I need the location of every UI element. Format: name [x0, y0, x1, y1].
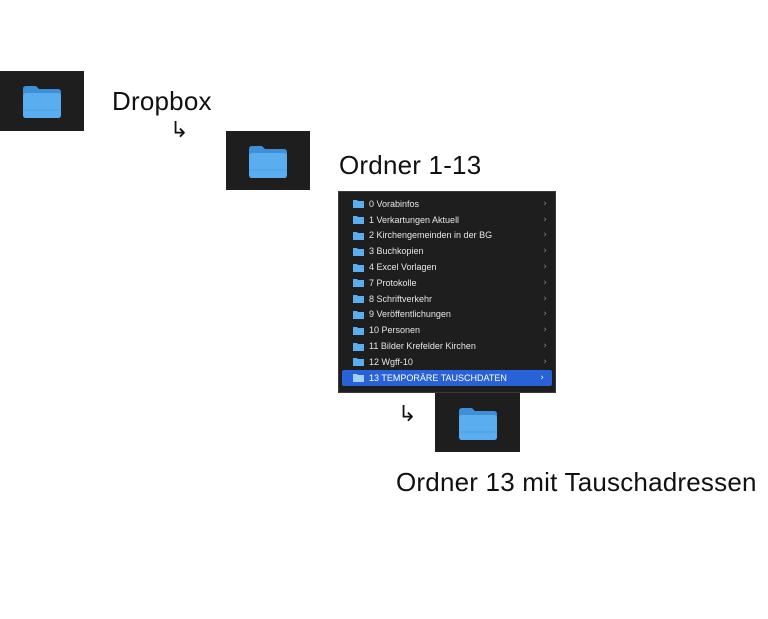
folder-list: 0 Vorabinfos › 1 Verkartungen Aktuell › …: [338, 191, 556, 393]
chevron-right-icon: ›: [543, 277, 547, 288]
chevron-right-icon: ›: [543, 230, 547, 241]
chevron-right-icon: ›: [543, 262, 547, 273]
list-item-label: 2 Kirchengemeinden in der BG: [369, 230, 493, 241]
folder-icon: [353, 216, 364, 225]
list-item-label: 9 Veröffentlichungen: [369, 309, 451, 320]
ordner-caption: Ordner 1-13: [339, 150, 482, 180]
chevron-right-icon: ›: [543, 214, 547, 225]
folder-icon: [353, 358, 364, 367]
step-arrow: ↳: [398, 402, 417, 427]
list-item[interactable]: 4 Excel Vorlagen ›: [339, 259, 555, 275]
folder-icon: [353, 295, 364, 304]
dropbox-folder-tile[interactable]: [0, 71, 84, 131]
list-item-label: 7 Protokolle: [369, 277, 417, 288]
tauschdaten-caption: Ordner 13 mit Tauschadressen: [396, 467, 757, 497]
folder-icon: [353, 342, 364, 351]
list-item-selected[interactable]: 13 TEMPORÄRE TAUSCHDATEN ›: [342, 369, 552, 386]
folder-icon: [353, 231, 364, 240]
tauschdaten-folder-tile[interactable]: [435, 393, 520, 452]
folder-icon: [353, 310, 364, 319]
list-item[interactable]: 9 Veröffentlichungen ›: [339, 307, 555, 323]
chevron-right-icon: ›: [543, 293, 547, 304]
chevron-right-icon: ›: [543, 356, 547, 367]
chevron-right-icon: ›: [543, 198, 547, 209]
folder-icon: [353, 247, 364, 256]
list-item[interactable]: 0 Vorabinfos ›: [339, 196, 555, 212]
list-item-label: 4 Excel Vorlagen: [369, 262, 437, 273]
list-item[interactable]: 10 Personen ›: [339, 322, 555, 338]
list-item-label: 8 Schriftverkehr: [369, 293, 433, 304]
folder-icon: [353, 279, 364, 288]
ordner-folder-tile[interactable]: [226, 131, 310, 190]
folder-icon: [353, 374, 364, 383]
folder-icon: [353, 326, 364, 335]
chevron-right-icon: ›: [540, 372, 544, 383]
list-item-label: 13 TEMPORÄRE TAUSCHDATEN: [369, 372, 507, 383]
list-item-label: 3 Buchkopien: [369, 246, 424, 257]
folder-icon: [353, 200, 364, 209]
list-item[interactable]: 12 Wgff-10 ›: [339, 354, 555, 370]
folder-icon: [249, 145, 287, 178]
list-item[interactable]: 2 Kirchengemeinden in der BG ›: [339, 228, 555, 244]
list-item[interactable]: 3 Buchkopien ›: [339, 243, 555, 259]
list-item[interactable]: 11 Bilder Krefelder Kirchen ›: [339, 338, 555, 354]
list-item-label: 10 Personen: [369, 325, 421, 336]
folder-icon: [23, 86, 61, 118]
list-item-label: 11 Bilder Krefelder Kirchen: [369, 341, 476, 352]
chevron-right-icon: ›: [543, 341, 547, 352]
folder-icon: [353, 263, 364, 272]
folder-icon: [458, 407, 497, 440]
dropbox-caption: Dropbox: [112, 86, 212, 116]
list-item-label: 12 Wgff-10: [369, 356, 413, 367]
chevron-right-icon: ›: [543, 246, 547, 257]
step-arrow: ↳: [170, 118, 189, 143]
chevron-right-icon: ›: [543, 309, 547, 320]
list-item[interactable]: 7 Protokolle ›: [339, 275, 555, 291]
chevron-right-icon: ›: [543, 325, 547, 336]
list-item[interactable]: 8 Schriftverkehr ›: [339, 291, 555, 307]
list-item[interactable]: 1 Verkartungen Aktuell ›: [339, 212, 555, 228]
list-item-label: 0 Vorabinfos: [369, 198, 420, 209]
list-item-label: 1 Verkartungen Aktuell: [369, 214, 460, 225]
